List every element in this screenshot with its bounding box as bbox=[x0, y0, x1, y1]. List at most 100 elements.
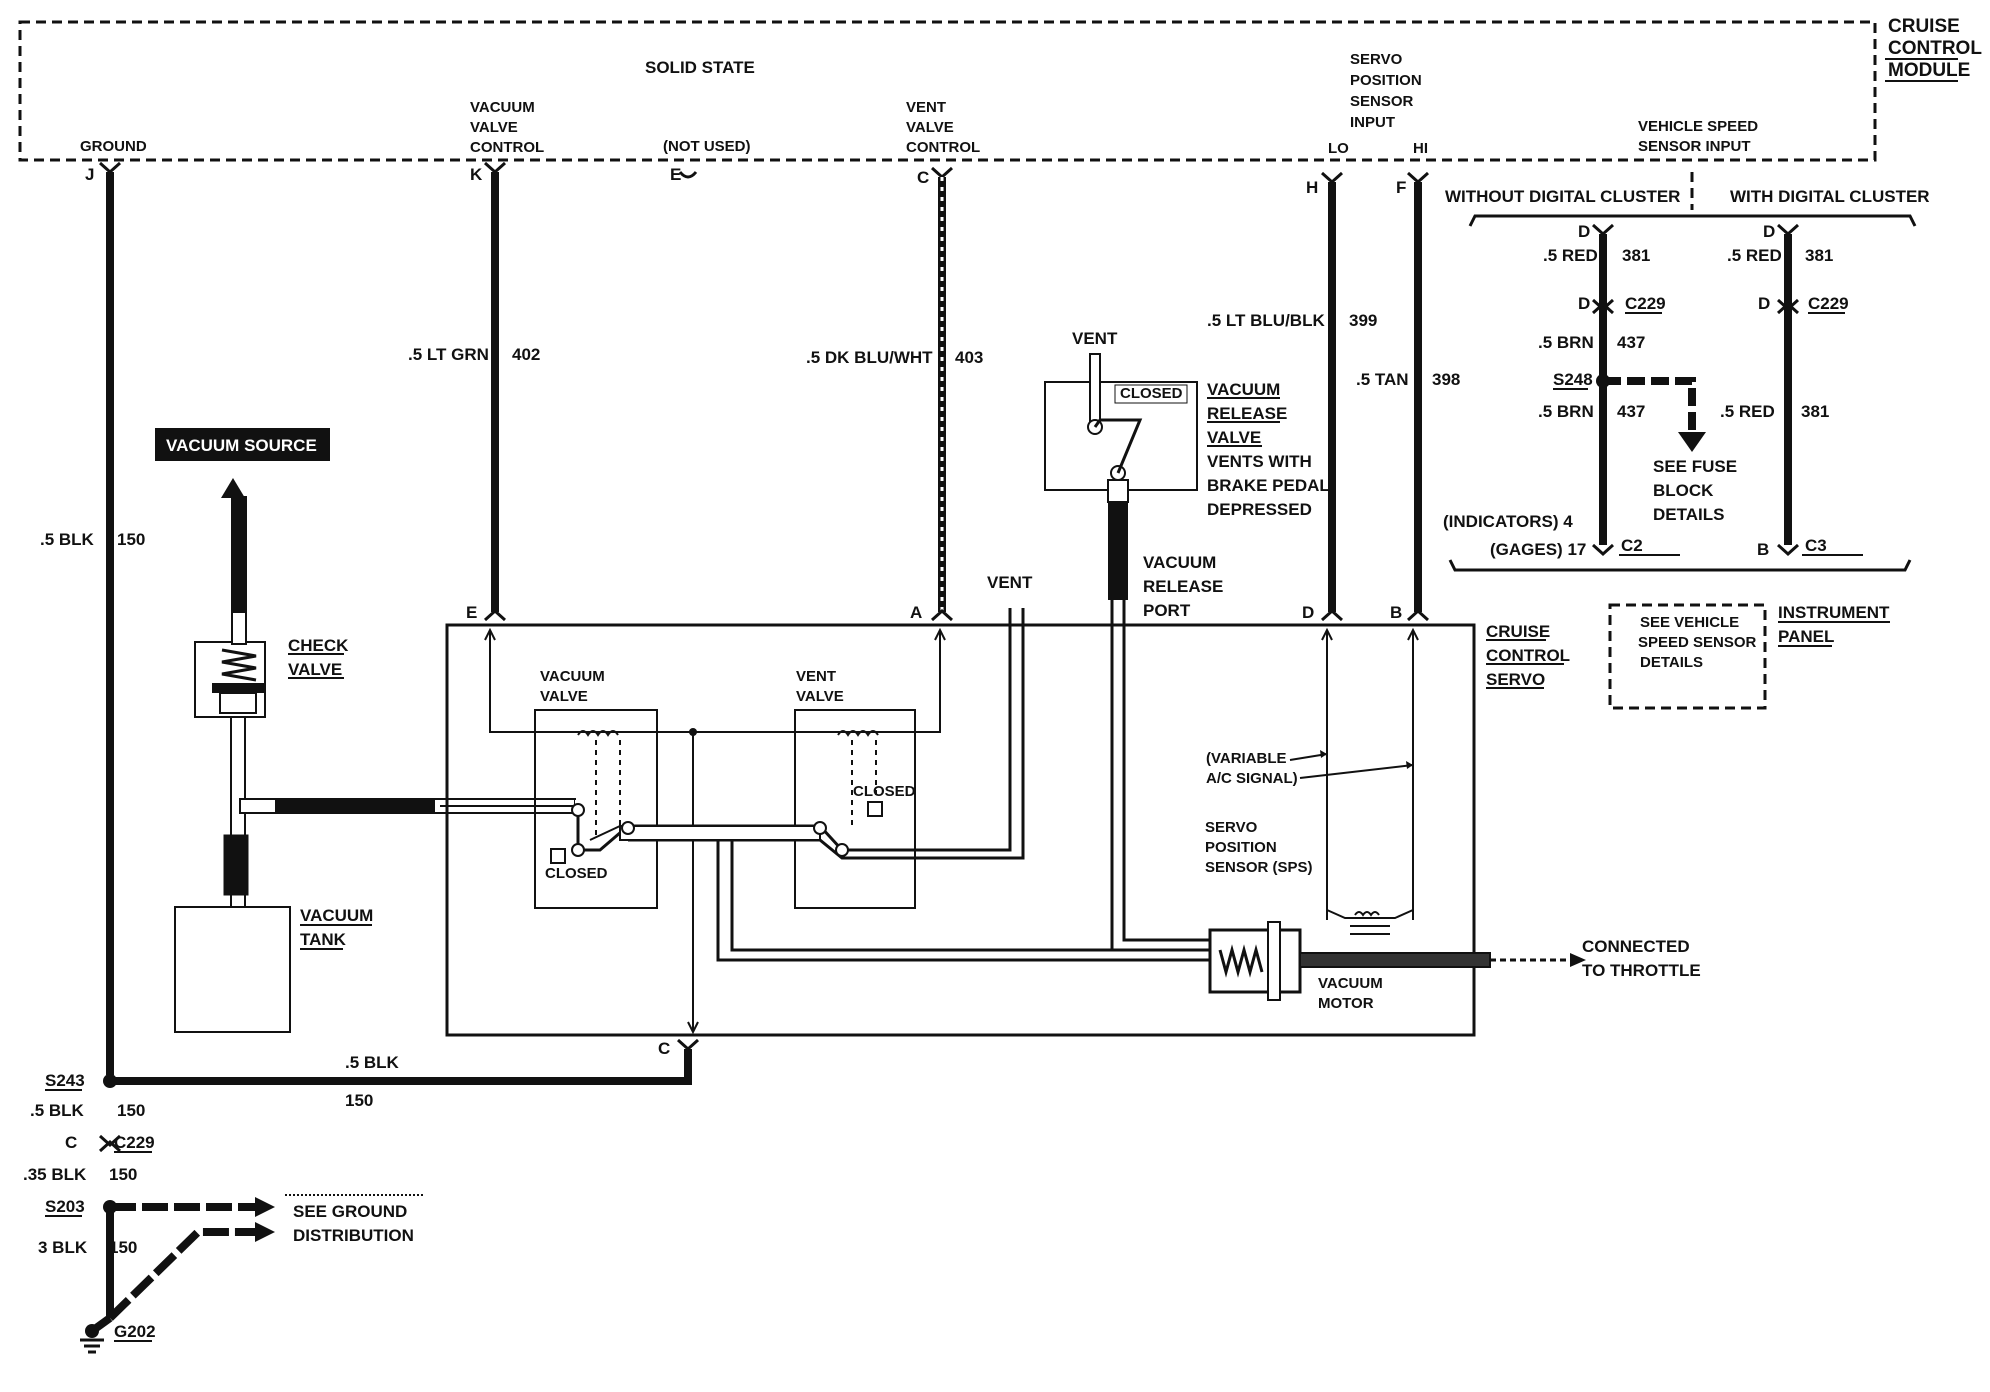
connector-f bbox=[1406, 171, 1430, 185]
vss-right-c229-pin: D bbox=[1758, 294, 1770, 313]
sps-lo-circuit: 399 bbox=[1349, 311, 1377, 330]
with-digital-label: WITH DIGITAL CLUSTER bbox=[1730, 187, 1930, 206]
check-valve-spring bbox=[221, 648, 257, 682]
c2-label: C2 bbox=[1621, 536, 1643, 555]
vss-right-pin-b: B bbox=[1757, 540, 1769, 559]
vss-right-pin-d: D bbox=[1763, 222, 1775, 241]
not-used-label: (NOT USED) bbox=[663, 138, 751, 155]
vss-left-brn2: .5 BRN bbox=[1538, 402, 1594, 421]
vss-right-381b: 381 bbox=[1801, 402, 1829, 421]
ground-blk-3: 3 BLK bbox=[38, 1238, 88, 1257]
release-valve-body bbox=[1044, 381, 1198, 491]
vss-left-381: 381 bbox=[1622, 246, 1650, 265]
vss-right-381a: 381 bbox=[1805, 246, 1833, 265]
sps-hi-gauge: .5 TAN bbox=[1356, 370, 1409, 389]
vss-left-c229: C229 bbox=[1625, 294, 1666, 313]
pin-k: K bbox=[470, 165, 483, 184]
vss-left-437b: 437 bbox=[1617, 402, 1645, 421]
servo-ground-wire bbox=[110, 1049, 692, 1085]
s203-label: S203 bbox=[45, 1197, 85, 1216]
connector-k bbox=[483, 161, 507, 175]
s203-ground-dist-b bbox=[107, 1228, 258, 1321]
vss-left-c229-pin: D bbox=[1578, 294, 1590, 313]
ground-blk-035: .35 BLK bbox=[23, 1165, 87, 1184]
vacuum-valve-closed: CLOSED bbox=[545, 865, 608, 882]
vss-right-red2: .5 RED bbox=[1720, 402, 1775, 421]
vent-valve-closed: CLOSED bbox=[853, 783, 916, 800]
servo-pin-d: D bbox=[1302, 603, 1314, 622]
connector-c bbox=[930, 166, 954, 180]
s243-label: S243 bbox=[45, 1071, 85, 1090]
gages-label: (GAGES) 17 bbox=[1490, 540, 1586, 559]
servo-pin-b: B bbox=[1390, 603, 1402, 622]
vss-bottom-brace bbox=[1448, 559, 1912, 572]
vss-details-box bbox=[1608, 603, 1767, 710]
ground-150-b: 150 bbox=[109, 1165, 137, 1184]
vss-right-c229: C229 bbox=[1808, 294, 1849, 313]
servo-pin-c: C bbox=[658, 1039, 670, 1058]
sps-lo-gauge: .5 LT BLU/BLK bbox=[1207, 311, 1325, 330]
ground-c229-pin: C bbox=[65, 1133, 77, 1152]
servo-ground-gauge: .5 BLK bbox=[345, 1053, 400, 1072]
servo-outline bbox=[445, 623, 1476, 1037]
vacuum-source-box bbox=[155, 428, 330, 461]
solid-state-label: SOLID STATE bbox=[645, 58, 755, 77]
vacuum-tank bbox=[174, 906, 291, 1033]
release-port-tube bbox=[1108, 502, 1128, 600]
g202-label: G202 bbox=[114, 1322, 156, 1341]
ground-wire-circuit: 150 bbox=[117, 530, 145, 549]
s248-fuse-link bbox=[1603, 377, 1696, 435]
release-closed-label: CLOSED bbox=[1120, 385, 1183, 402]
s243-splice bbox=[103, 1074, 117, 1088]
release-vent-label: VENT bbox=[1072, 329, 1118, 348]
module-wires: .5 BLK 150 .5 LT GRN 402 .5 DK BLU/WHT 4… bbox=[40, 161, 1460, 1075]
throttle-rod bbox=[1299, 952, 1491, 968]
servo-pin-a: A bbox=[910, 603, 922, 622]
c3-label: C3 bbox=[1805, 536, 1827, 555]
vent-wire-circuit: 403 bbox=[955, 348, 983, 367]
pin-f: F bbox=[1396, 178, 1406, 197]
vss-left-red: .5 RED bbox=[1543, 246, 1598, 265]
vss-left-pin-d: D bbox=[1578, 222, 1590, 241]
ground-tree: S243 .5 BLK 150 .5 BLK 150 C C229 .35 BL… bbox=[23, 1049, 692, 1354]
vss-section: WITHOUT DIGITAL CLUSTER WITH DIGITAL CLU… bbox=[1443, 172, 1930, 710]
connector-j bbox=[98, 161, 122, 175]
vacuum-source-label: VACUUM SOURCE bbox=[166, 436, 317, 455]
hi-label: HI bbox=[1413, 140, 1428, 157]
ground-150-a: 150 bbox=[117, 1101, 145, 1120]
vacuum-source-arrow bbox=[221, 478, 245, 498]
s248-label: S248 bbox=[1553, 370, 1593, 389]
pin-c: C bbox=[917, 168, 929, 187]
vacuum-wire-circuit: 402 bbox=[512, 345, 540, 364]
ground-150-c: 150 bbox=[109, 1238, 137, 1257]
vss-left-brn1: .5 BRN bbox=[1538, 333, 1594, 352]
ground-c229: C229 bbox=[114, 1133, 155, 1152]
lo-label: LO bbox=[1328, 140, 1349, 157]
ground-label: GROUND bbox=[80, 138, 147, 155]
without-digital-label: WITHOUT DIGITAL CLUSTER bbox=[1445, 187, 1680, 206]
pin-e: E bbox=[670, 165, 681, 184]
connector-h bbox=[1320, 171, 1344, 185]
module-outline bbox=[18, 20, 1877, 162]
